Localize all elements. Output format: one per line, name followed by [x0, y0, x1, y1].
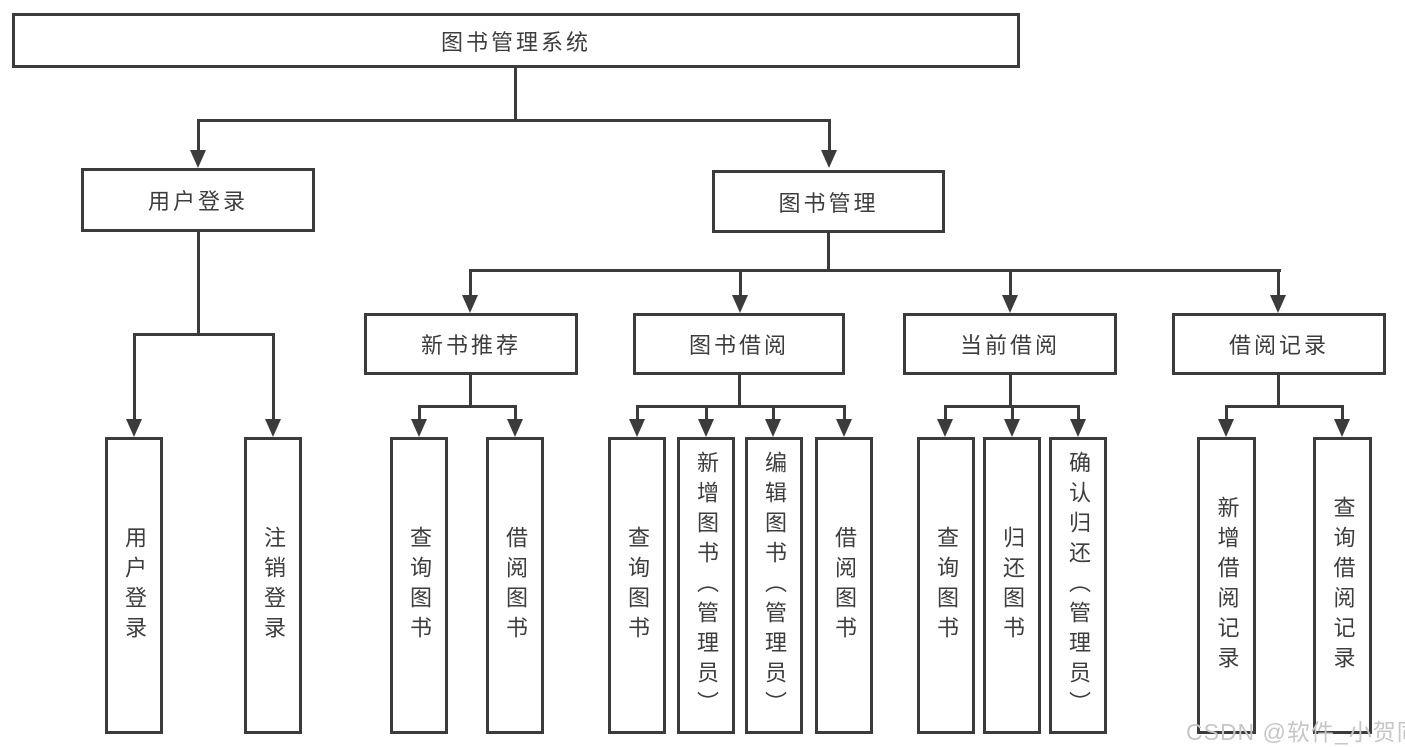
node-new-book-recommend: 新书推荐: [364, 313, 578, 375]
leaf-return-books: 归还图书: [983, 437, 1041, 734]
connector-line: [1225, 405, 1228, 421]
leaf-label: 新增图书（管理员）: [694, 450, 719, 721]
connector-line: [827, 231, 830, 271]
leaf-label: 注销登录: [261, 525, 286, 646]
connector-line: [197, 119, 200, 152]
connector-line: [272, 333, 275, 419]
arrow-down-icon: [821, 150, 837, 168]
arrow-down-icon: [937, 419, 953, 437]
node-label: 图书管理: [778, 190, 879, 216]
leaf-user-login: 用户登录: [105, 437, 163, 734]
connector-line: [1225, 405, 1344, 408]
node-current-borrow: 当前借阅: [903, 313, 1117, 375]
connector-line: [469, 269, 1281, 272]
connector-line: [469, 269, 472, 297]
leaf-add-book-admin: 新增图书（管理员）: [677, 437, 735, 734]
arrow-down-icon: [1218, 419, 1234, 437]
connector-line: [636, 405, 639, 421]
leaf-query-borrow-record: 查询借阅记录: [1313, 437, 1372, 734]
node-label: 当前借阅: [959, 333, 1060, 358]
leaf-add-borrow-record: 新增借阅记录: [1197, 437, 1256, 734]
leaf-recommend-borrow-books: 借阅图书: [486, 437, 544, 734]
arrow-down-icon: [836, 419, 852, 437]
arrow-down-icon: [411, 419, 427, 437]
connector-line: [1277, 373, 1280, 407]
arrow-down-icon: [462, 295, 478, 313]
arrow-down-icon: [1334, 419, 1350, 437]
node-borrow-records: 借阅记录: [1172, 313, 1386, 375]
arrow-down-icon: [732, 295, 748, 313]
connector-line: [514, 405, 517, 421]
connector-line: [1011, 405, 1014, 421]
node-label: 图书借阅: [688, 333, 789, 358]
leaf-borrow-borrow-books: 借阅图书: [815, 437, 873, 734]
connector-line: [738, 373, 741, 407]
node-label: 用户登录: [147, 189, 248, 214]
connector-line: [197, 230, 200, 336]
node-label: 图书管理系统: [440, 29, 591, 55]
arrow-down-icon: [190, 150, 206, 168]
arrow-down-icon: [1070, 419, 1086, 437]
connector-line: [133, 333, 275, 336]
leaf-current-query-books: 查询图书: [917, 437, 975, 734]
connector-line: [469, 373, 472, 407]
arrow-down-icon: [698, 419, 714, 437]
connector-line: [197, 119, 831, 122]
arrow-down-icon: [629, 419, 645, 437]
leaf-label: 借阅图书: [503, 525, 528, 646]
arrow-down-icon: [1004, 419, 1020, 437]
leaf-confirm-return-admin: 确认归还（管理员）: [1049, 437, 1107, 734]
leaf-label: 查询借阅记录: [1330, 495, 1356, 676]
leaf-label: 查询图书: [625, 525, 650, 646]
leaf-label: 确认归还（管理员）: [1066, 450, 1091, 721]
arrow-down-icon: [126, 419, 142, 437]
leaf-recommend-query-books: 查询图书: [390, 437, 448, 734]
node-book-management: 图书管理: [712, 170, 945, 233]
leaf-label: 查询图书: [407, 525, 432, 646]
arrow-down-icon: [765, 419, 781, 437]
connector-line: [705, 405, 708, 421]
leaf-label: 查询图书: [934, 525, 959, 646]
connector-line: [1009, 269, 1012, 297]
leaf-label: 新增借阅记录: [1214, 495, 1240, 676]
node-user-login: 用户登录: [81, 168, 315, 232]
leaf-label: 编辑图书（管理员）: [762, 450, 787, 721]
node-library-system: 图书管理系统: [12, 13, 1020, 68]
connector-line: [828, 119, 831, 152]
leaf-borrow-query-books: 查询图书: [608, 437, 666, 734]
watermark: CSDN @软件_小贺同学: [1186, 719, 1405, 745]
node-label: 借阅记录: [1228, 333, 1329, 358]
connector-line: [636, 405, 846, 408]
leaf-logout: 注销登录: [244, 437, 302, 734]
arrow-down-icon: [1002, 295, 1018, 313]
connector-line: [739, 269, 742, 297]
connector-line: [1277, 269, 1280, 297]
node-book-borrow: 图书借阅: [633, 313, 845, 375]
leaf-label: 借阅图书: [832, 525, 857, 646]
connector-line: [772, 405, 775, 421]
connector-line: [1009, 373, 1012, 407]
leaf-label: 归还图书: [1000, 525, 1025, 646]
leaf-label: 用户登录: [122, 525, 147, 646]
connector-line: [1077, 405, 1080, 421]
connector-line: [418, 405, 517, 408]
arrow-down-icon: [1270, 295, 1286, 313]
connector-line: [418, 405, 421, 421]
arrow-down-icon: [265, 419, 281, 437]
leaf-edit-book-admin: 编辑图书（管理员）: [745, 437, 803, 734]
connector-line: [944, 405, 947, 421]
connector-line: [514, 66, 517, 122]
connector-line: [1341, 405, 1344, 421]
node-label: 新书推荐: [420, 333, 521, 358]
arrow-down-icon: [507, 419, 523, 437]
connector-line: [843, 405, 846, 421]
connector-line: [133, 333, 136, 419]
